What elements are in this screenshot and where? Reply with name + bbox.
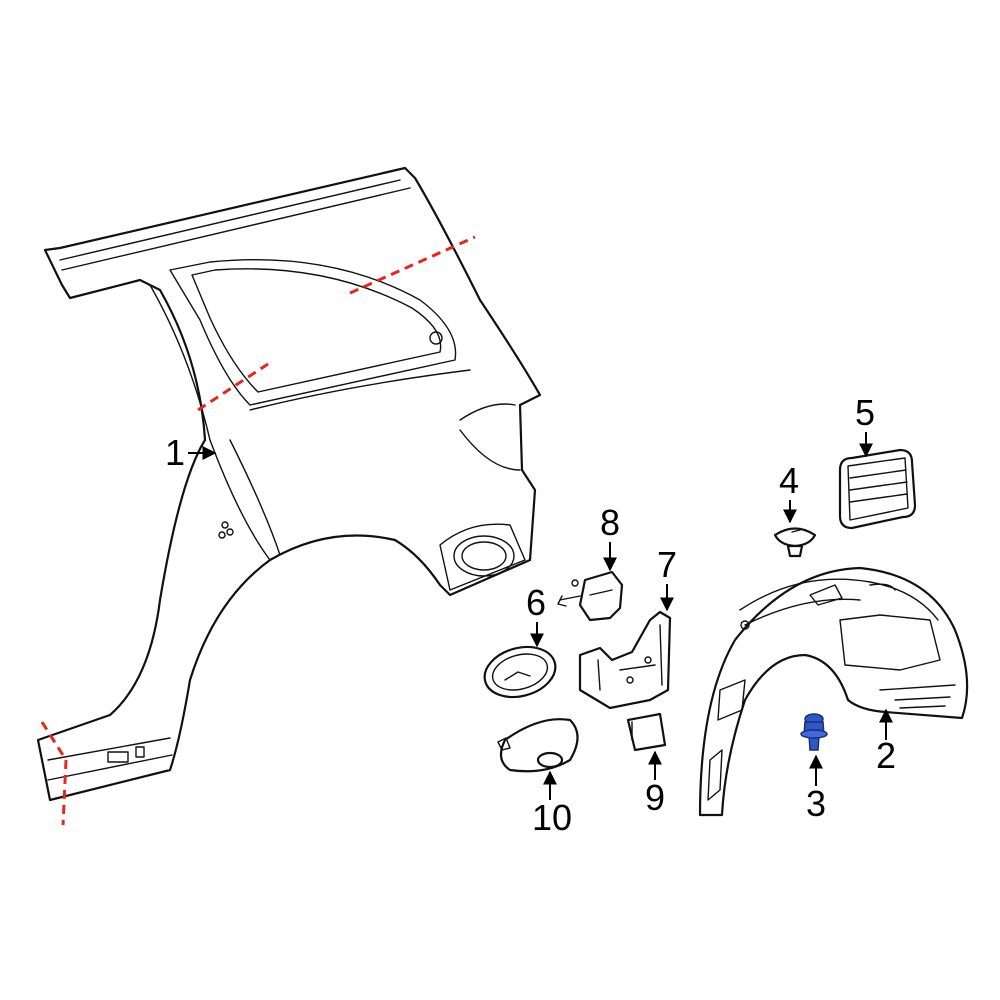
callout-7: 7 <box>657 544 677 612</box>
callout-label-5: 5 <box>855 392 875 433</box>
callout-label-9: 9 <box>645 777 665 818</box>
vent-grille-part-5[interactable] <box>838 448 917 530</box>
actuator-part-8[interactable] <box>557 570 624 622</box>
push-pin-part-4[interactable] <box>773 527 817 558</box>
quarter-panel-part-1[interactable] <box>36 166 542 802</box>
callout-3: 3 <box>806 754 826 824</box>
fuel-door-part-10[interactable] <box>497 718 579 773</box>
wheel-liner-part-2[interactable] <box>698 566 969 817</box>
callout-5: 5 <box>855 392 875 458</box>
callout-label-7: 7 <box>657 544 677 585</box>
callout-label-2: 2 <box>876 735 896 776</box>
callout-4: 4 <box>779 460 799 524</box>
insert-part-9[interactable] <box>626 712 667 752</box>
bracket-part-7[interactable] <box>578 610 672 710</box>
callout-label-10: 10 <box>532 797 572 838</box>
callout-10: 10 <box>532 770 572 838</box>
callout-2: 2 <box>876 708 896 776</box>
callout-label-8: 8 <box>600 502 620 543</box>
callout-9: 9 <box>645 750 665 818</box>
callout-label-3: 3 <box>806 783 826 824</box>
callout-label-1: 1 <box>165 432 185 473</box>
callout-label-6: 6 <box>526 582 546 623</box>
callout-8: 8 <box>600 502 620 572</box>
callout-label-4: 4 <box>779 460 799 501</box>
callout-1: 1 <box>165 432 217 473</box>
clip-part-3[interactable] <box>800 713 828 751</box>
callout-6: 6 <box>526 582 546 648</box>
cut-lines <box>40 235 476 826</box>
fuel-door-housing-part-6[interactable] <box>479 640 561 705</box>
